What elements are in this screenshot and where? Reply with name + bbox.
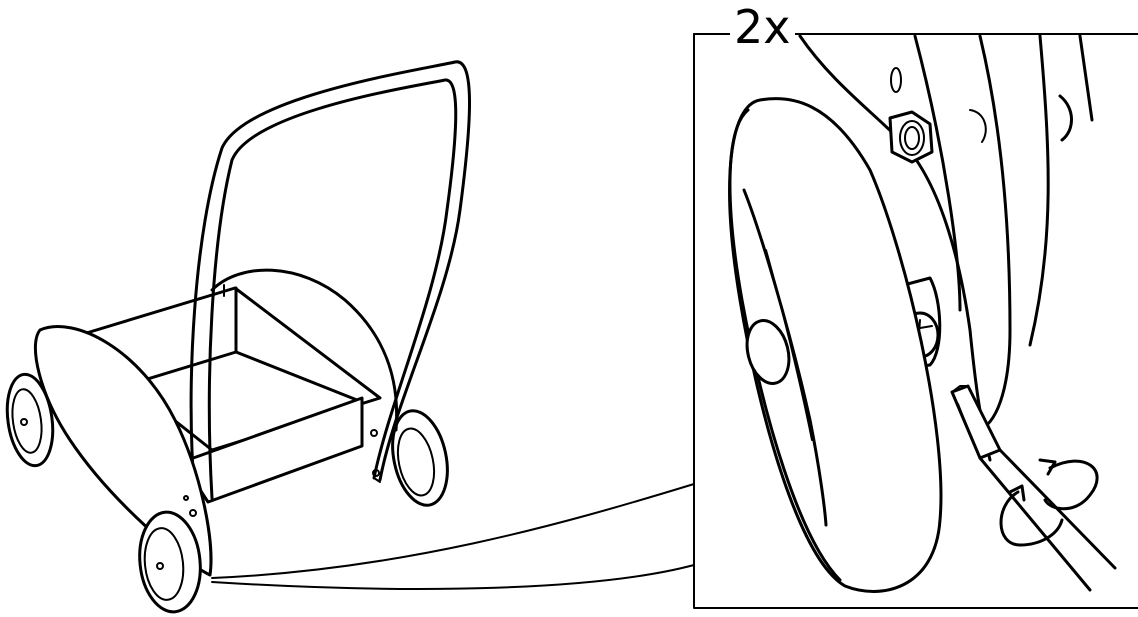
hex-nut [888,110,934,164]
rotate-clockwise-icon [999,458,1099,547]
quantity-label: 2x [730,4,795,50]
screwdriver [950,384,1117,592]
detail-view [728,34,1117,593]
detail-wheel [728,97,943,593]
rear-right-wheel [391,409,449,507]
detail-frame [693,33,1138,609]
front-left-wheel [5,372,55,468]
front-right-wheel [138,510,202,614]
walker-cart [5,60,471,614]
push-handle [189,60,471,502]
callout-connector [211,483,695,590]
far-side-panel [210,268,399,432]
